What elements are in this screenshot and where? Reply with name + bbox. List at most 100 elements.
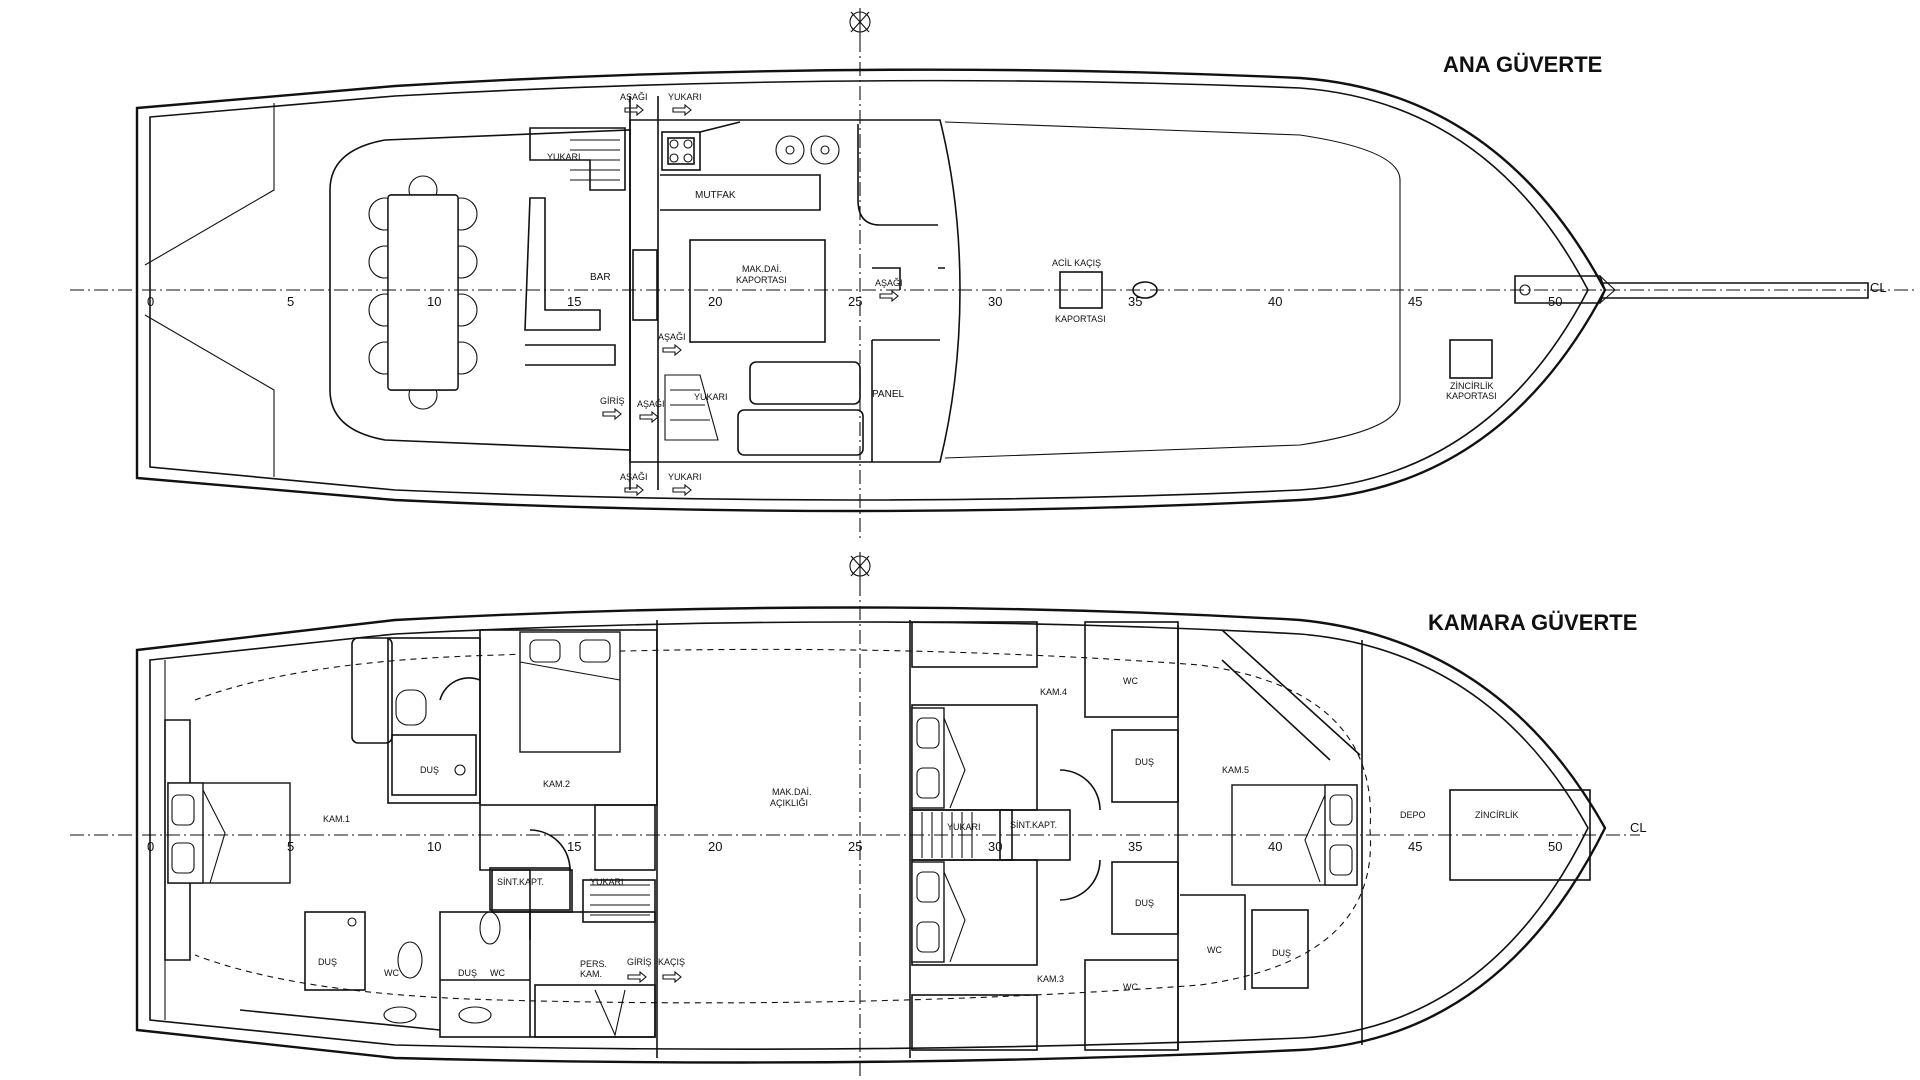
label-kam1: KAM.1 [323, 814, 350, 824]
svg-text:YUKARI: YUKARI [668, 472, 702, 482]
label-sint-kapt-aft: SİNT.KAPT. [497, 877, 544, 887]
main-deck-edge [144, 103, 275, 477]
bar-column [632, 249, 658, 321]
svg-text:WC: WC [1123, 676, 1138, 686]
label-zincirlik-kaportasi-1: ZİNCİRLİK [1450, 381, 1494, 391]
svg-text:30: 30 [988, 294, 1002, 309]
svg-text:35: 35 [1128, 839, 1142, 854]
label-kam2: KAM.2 [543, 779, 570, 789]
svg-text:AŞAĞI: AŞAĞI [620, 472, 648, 482]
svg-text:WC: WC [1123, 982, 1138, 992]
svg-text:DUŞ: DUŞ [1272, 948, 1291, 958]
cabin-4 [911, 621, 1179, 811]
wet-room-labels: DUŞ DUŞ WC DUŞ WC WC DUŞ DUŞ WC WC DUŞ [318, 676, 1291, 992]
svg-text:20: 20 [708, 294, 722, 309]
label-bar: BAR [590, 272, 611, 283]
stair-arrows-main: AŞAĞI YUKARI YUKARI AŞAĞI AŞAĞI AŞAĞI YU… [547, 92, 903, 497]
svg-text:YUKARI: YUKARI [547, 152, 581, 162]
cabin-deck-title: KAMARA GÜVERTE [1428, 610, 1637, 635]
svg-text:45: 45 [1408, 839, 1422, 854]
cl-label-main: CL [1870, 280, 1887, 295]
cl-label-cabin: CL [1630, 820, 1647, 835]
midship-symbol-cabin [849, 552, 871, 582]
label-zincirlik-kaportasi-2: KAPORTASI [1446, 391, 1497, 401]
svg-text:AŞAĞI: AŞAĞI [620, 92, 648, 102]
svg-text:DUŞ: DUŞ [420, 765, 439, 775]
svg-text:0: 0 [147, 294, 154, 309]
label-kaportasi: KAPORTASI [1055, 314, 1106, 324]
svg-text:WC: WC [384, 968, 399, 978]
cabin-hull-inner [149, 621, 1589, 1050]
label-kam4: KAM.4 [1040, 687, 1067, 697]
aft-bathrooms [239, 867, 656, 1038]
svg-text:25: 25 [848, 294, 862, 309]
chain-locker-hatch [1449, 339, 1493, 379]
label-yukari-fwd: YUKARI [947, 822, 981, 832]
frame-ticks-main: 0 5 10 15 20 25 30 35 40 45 50 [147, 294, 1562, 309]
svg-text:45: 45 [1408, 294, 1422, 309]
label-kam3: KAM.3 [1037, 974, 1064, 984]
label-yukari-aft: YUKARI [590, 877, 624, 887]
svg-text:5: 5 [287, 839, 294, 854]
svg-text:35: 35 [1128, 294, 1142, 309]
label-makdai-kaportasi-2: KAPORTASI [736, 275, 787, 285]
midship-symbol-main [849, 8, 871, 38]
main-deck-title: ANA GÜVERTE [1443, 52, 1602, 77]
sheer-line [194, 648, 1372, 1004]
svg-text:DUŞ: DUŞ [318, 957, 337, 967]
label-giris-main: GİRİŞ [600, 396, 625, 406]
svg-text:50: 50 [1548, 839, 1562, 854]
label-pers-kam-1: PERS. [580, 959, 607, 969]
svg-text:WC: WC [1207, 945, 1222, 955]
bar-counter [524, 197, 616, 366]
svg-text:20: 20 [708, 839, 722, 854]
cabin-3 [911, 859, 1179, 1051]
label-sint-kapt-fwd: SİNT.KAPT. [1010, 820, 1057, 830]
svg-text:AŞAĞI: AŞAĞI [658, 332, 686, 342]
galley [660, 121, 945, 462]
svg-text:40: 40 [1268, 294, 1282, 309]
label-kacis: KAÇIŞ [658, 957, 685, 967]
svg-text:25: 25 [848, 839, 862, 854]
label-kam5: KAM.5 [1222, 765, 1249, 775]
aft-saloon-house [329, 129, 631, 451]
svg-text:30: 30 [988, 839, 1002, 854]
cabin-hull-outer [135, 606, 1607, 1064]
cabin-deck-plan: KAMARA GÜVERTE [70, 552, 1647, 1078]
svg-text:DUŞ: DUŞ [458, 968, 477, 978]
label-makdai-kaportasi-1: MAK.DAİ. [742, 264, 782, 274]
stair-cabin-mid [491, 809, 1071, 913]
stair-arrows-cabin [627, 970, 682, 984]
svg-text:50: 50 [1548, 294, 1562, 309]
svg-text:DUŞ: DUŞ [1135, 898, 1154, 908]
svg-text:YUKARI: YUKARI [668, 92, 702, 102]
cabin-2 [479, 629, 658, 940]
cabin-5 [1180, 629, 1361, 990]
main-deck-plan: ANA GÜVERTE [70, 8, 1915, 540]
label-panel: PANEL [872, 389, 904, 400]
svg-text:0: 0 [147, 839, 154, 854]
label-giris-cabin: GİRİŞ [627, 957, 652, 967]
label-pers-kam-2: KAM. [580, 969, 602, 979]
svg-text:40: 40 [1268, 839, 1282, 854]
dining-table [368, 175, 478, 410]
svg-text:WC: WC [490, 968, 505, 978]
label-mutfak: MUTFAK [695, 190, 736, 201]
svg-text:DUŞ: DUŞ [1135, 757, 1154, 767]
svg-text:5: 5 [287, 294, 294, 309]
stair-main-aft [529, 127, 626, 191]
svg-text:10: 10 [427, 839, 441, 854]
label-acil-kacis: ACİL KAÇIŞ [1052, 258, 1101, 268]
label-makdai-aciklik-2: AÇIKLIĞI [770, 798, 808, 808]
svg-text:10: 10 [427, 294, 441, 309]
svg-text:YUKARI: YUKARI [694, 392, 728, 402]
label-zincirlik: ZİNCİRLİK [1475, 810, 1519, 820]
frame-ticks-cabin: 0 5 10 15 20 25 30 35 40 45 50 [147, 839, 1562, 854]
cabin-1 [164, 637, 481, 961]
label-makdai-aciklik-1: MAK.DAİ. [772, 787, 812, 797]
svg-text:AŞAĞI: AŞAĞI [875, 278, 903, 288]
svg-text:AŞAĞI: AŞAĞI [637, 399, 665, 409]
svg-text:15: 15 [567, 839, 581, 854]
label-depo: DEPO [1400, 810, 1426, 820]
